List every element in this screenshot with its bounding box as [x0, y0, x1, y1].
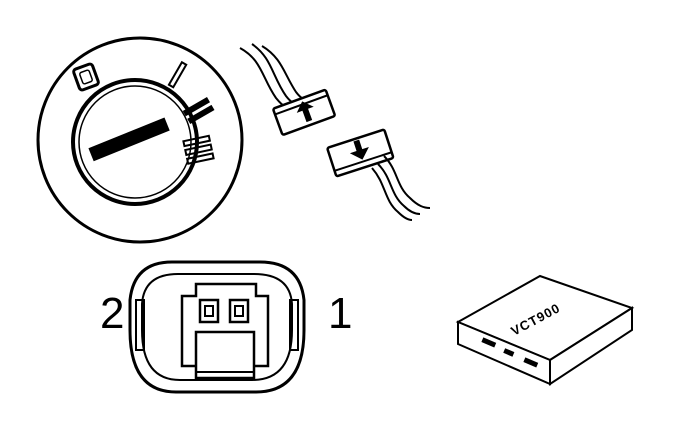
connector-pair [239, 43, 431, 221]
module-slot-1 [481, 337, 497, 348]
arrow-down-icon [349, 139, 369, 160]
arrow-up-icon [296, 101, 314, 123]
module-side-face [549, 306, 633, 386]
connector-inner-shell [141, 273, 293, 381]
terminal-2 [198, 298, 220, 324]
pin-label-1: 1 [328, 289, 352, 338]
upper-wire-2 [251, 43, 305, 109]
position-mark-III [182, 134, 215, 165]
connector-face [128, 260, 306, 394]
lower-wire-2 [377, 163, 421, 215]
vct-module: VCT900 [455, 274, 635, 386]
ignition-switch [36, 36, 244, 244]
position-mark-I [167, 60, 188, 89]
switch-rotor [71, 78, 199, 206]
connector-lock-tab [194, 330, 256, 380]
position-mark-0 [72, 62, 100, 92]
lower-wire-3 [371, 167, 413, 221]
upper-connector [272, 88, 336, 136]
module-slot-2 [503, 348, 515, 357]
upper-wire-3 [261, 45, 313, 105]
lower-wire-1 [383, 155, 431, 209]
pin-label-2: 2 [100, 289, 124, 338]
connector-left-rib [135, 299, 145, 351]
connector-outer-shell [128, 260, 306, 394]
key-slot [88, 117, 170, 162]
position-mark-II [182, 97, 215, 125]
switch-rotor-inner [78, 85, 192, 199]
switch-outer-ring [36, 36, 244, 244]
module-slot-3 [523, 357, 539, 368]
connector-right-rib [289, 299, 299, 351]
terminal-1 [228, 298, 250, 324]
lower-connector [326, 128, 395, 178]
